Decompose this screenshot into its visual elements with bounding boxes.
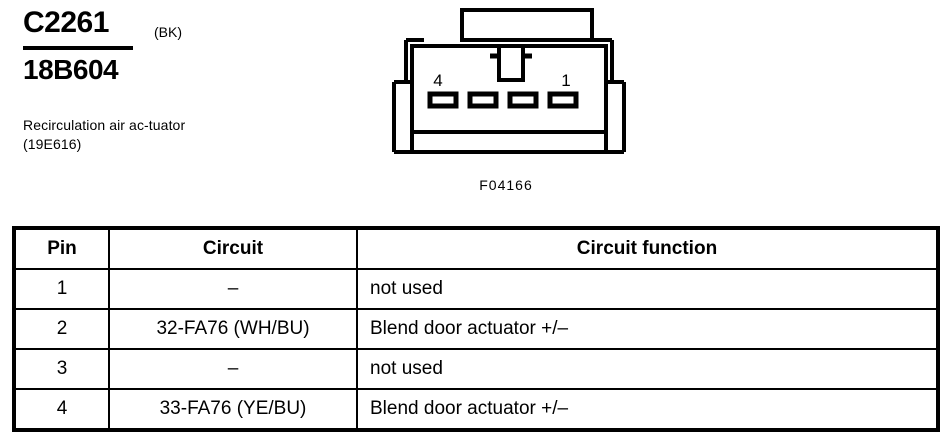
pin-cavity-4-icon xyxy=(427,91,459,109)
latch-stem-icon xyxy=(497,46,525,82)
column-header-pin: Pin xyxy=(13,227,110,270)
connector-drawing-svg: 4 1 xyxy=(392,8,626,154)
table-header-row: Pin Circuit Circuit function xyxy=(13,227,939,270)
column-header-circuit-function: Circuit function xyxy=(356,227,939,270)
left-side-tab-icon xyxy=(404,38,424,82)
table-row: 3 – not used xyxy=(13,348,939,390)
cell-pin: 1 xyxy=(13,268,110,310)
cell-circuit-function: not used xyxy=(356,268,939,310)
pin-cavity-3-icon xyxy=(467,91,499,109)
connector-diagram: 4 1 F04166 xyxy=(386,4,626,199)
cell-pin: 3 xyxy=(13,348,110,390)
table-row: 2 32-FA76 (WH/BU) Blend door actuator +/… xyxy=(13,308,939,350)
connector-id: C2261 xyxy=(23,6,109,39)
connector-description: Recirculation air ac-tuator (19E616) xyxy=(23,117,186,152)
cell-circuit-function: Blend door actuator +/– xyxy=(356,308,939,350)
pin-circuit-table: Pin Circuit Circuit function 1 – not use… xyxy=(12,226,940,432)
connector-part-number: 18B604 xyxy=(23,54,119,85)
cell-circuit-function: Blend door actuator +/– xyxy=(356,388,939,431)
pin-cavity-2-icon xyxy=(507,91,539,109)
cell-circuit: 33-FA76 (YE/BU) xyxy=(108,388,358,431)
table-body: 1 – not used 2 32-FA76 (WH/BU) Blend doo… xyxy=(13,268,939,431)
cell-circuit: – xyxy=(108,348,358,390)
table-row: 4 33-FA76 (YE/BU) Blend door actuator +/… xyxy=(13,388,939,431)
right-side-tab-icon xyxy=(594,38,614,82)
right-lower-flange-icon xyxy=(606,80,626,154)
column-header-circuit: Circuit xyxy=(108,227,358,270)
pin-number-right-label: 1 xyxy=(561,71,570,90)
cell-pin: 2 xyxy=(13,308,110,350)
pin-cavity-1-icon xyxy=(547,91,579,109)
connector-body-icon xyxy=(410,44,608,134)
pin-number-left-label: 4 xyxy=(433,71,442,90)
cell-pin: 4 xyxy=(13,388,110,431)
left-lower-flange-icon xyxy=(392,80,412,154)
connector-id-underline xyxy=(23,46,133,50)
cell-circuit-function: not used xyxy=(356,348,939,390)
connector-id-row: C2261 (BK) xyxy=(23,6,253,50)
latch-tab-icon xyxy=(460,8,594,42)
bottom-rail-icon xyxy=(410,132,608,154)
connector-header: C2261 (BK) 18B604 Recirculation air ac-t… xyxy=(23,6,253,152)
table-row: 1 – not used xyxy=(13,268,939,310)
cell-circuit: 32-FA76 (WH/BU) xyxy=(108,308,358,350)
figure-label: F04166 xyxy=(479,177,533,193)
cell-circuit: – xyxy=(108,268,358,310)
connector-color-code: (BK) xyxy=(154,24,182,40)
